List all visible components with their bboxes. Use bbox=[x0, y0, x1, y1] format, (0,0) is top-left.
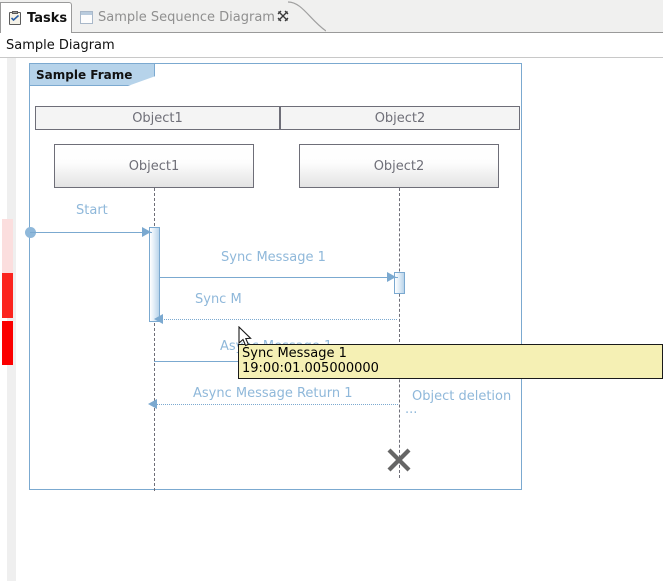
message-label-start[interactable]: Start bbox=[76, 203, 108, 218]
editor-title-bar: Sample Diagram bbox=[0, 33, 663, 58]
lifeline-head-object2-label: Object2 bbox=[373, 158, 425, 174]
tab-trailing-curve bbox=[288, 1, 326, 32]
annotation-marker-error-1[interactable] bbox=[2, 273, 13, 318]
message-tooltip: Sync Message 1 19:00:01.005000000 bbox=[238, 344, 663, 379]
mouse-cursor bbox=[238, 326, 252, 347]
close-icon[interactable] bbox=[277, 10, 289, 22]
arrow-head-start bbox=[142, 227, 151, 237]
annotation-gutter[interactable] bbox=[0, 58, 16, 581]
lifeline-head-object2[interactable]: Object2 bbox=[299, 144, 499, 188]
frame-label: Sample Frame bbox=[30, 64, 156, 86]
lifeline-head-object1[interactable]: Object1 bbox=[54, 144, 254, 188]
message-label-sync-message-return-1[interactable]: Sync M bbox=[195, 292, 242, 307]
tooltip-timestamp: 19:00:01.005000000 bbox=[242, 361, 379, 376]
message-label-sync-message-1[interactable]: Sync Message 1 bbox=[221, 250, 326, 265]
editor-tab-bar: Tasks Sample Sequence Diagram bbox=[0, 0, 663, 33]
tab-tasks[interactable]: Tasks bbox=[0, 2, 72, 33]
lifeline-object2[interactable] bbox=[399, 188, 400, 478]
arrow-head-async-message-return-1 bbox=[148, 399, 157, 409]
activation-bar-object2[interactable] bbox=[394, 272, 405, 294]
page-title: Sample Diagram bbox=[6, 37, 115, 53]
gutter-track bbox=[7, 58, 16, 581]
message-line-sync-message-return-1[interactable] bbox=[161, 319, 397, 320]
message-label-object-deletion[interactable]: Object deletion bbox=[412, 389, 512, 404]
message-line-start[interactable] bbox=[30, 232, 152, 233]
annotation-marker-faint[interactable] bbox=[2, 219, 13, 273]
lifeline-head-object1-label: Object1 bbox=[128, 158, 180, 174]
tasks-clipboard-icon bbox=[9, 10, 23, 26]
sequence-frame[interactable]: Sample Frame Object1 Object2 Object1 Obj… bbox=[25, 63, 522, 491]
checkmark-icon bbox=[11, 14, 19, 21]
annotation-marker-error-2[interactable] bbox=[2, 321, 13, 365]
column-header-object2[interactable]: Object2 bbox=[280, 106, 520, 130]
arrow-head-sync-message-return-1 bbox=[154, 314, 163, 324]
message-line-async-message-return-1[interactable] bbox=[155, 404, 398, 405]
document-icon bbox=[80, 11, 93, 24]
destruction-marker-icon bbox=[387, 448, 411, 472]
tooltip-title: Sync Message 1 bbox=[242, 346, 347, 361]
message-line-sync-message-1[interactable] bbox=[160, 277, 398, 278]
column-header-object2-label: Object2 bbox=[374, 110, 426, 126]
tab-sequence-diagram-label: Sample Sequence Diagram bbox=[98, 10, 275, 25]
message-label-ellipsis[interactable]: ... bbox=[405, 402, 418, 417]
tab-sequence-diagram[interactable]: Sample Sequence Diagram bbox=[72, 2, 302, 33]
tab-tasks-label: Tasks bbox=[27, 10, 68, 26]
column-header-object1[interactable]: Object1 bbox=[35, 106, 280, 130]
diagram-canvas[interactable]: Sample Frame Object1 Object2 Object1 Obj… bbox=[0, 58, 663, 581]
arrow-head-sync-message-1 bbox=[387, 272, 396, 282]
lifeline-object1[interactable] bbox=[154, 188, 155, 491]
activation-bar-object1[interactable] bbox=[149, 227, 160, 322]
message-label-async-message-return-1[interactable]: Async Message Return 1 bbox=[193, 386, 353, 401]
column-header-object1-label: Object1 bbox=[132, 110, 183, 126]
